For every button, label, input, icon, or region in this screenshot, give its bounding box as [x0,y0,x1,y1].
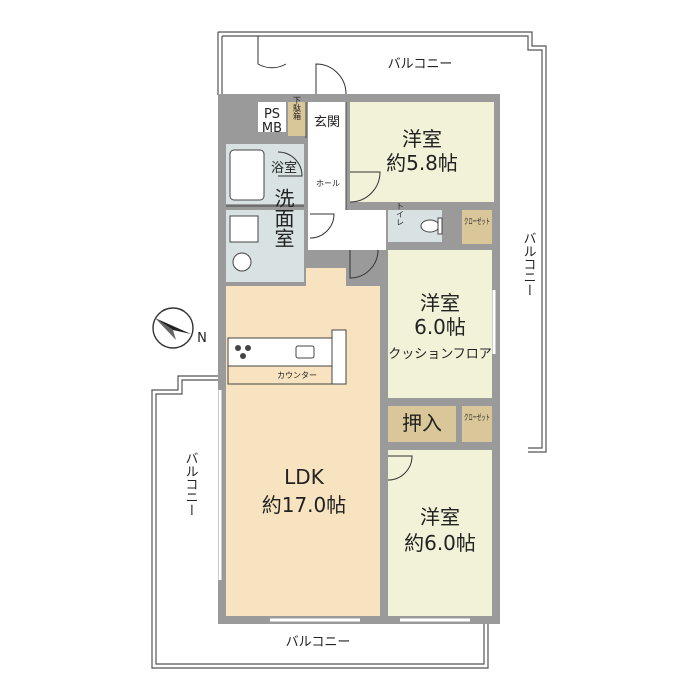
balcony-right-label: バルコニー [521,232,537,297]
balcony-bottom-label: バルコニー [286,635,351,650]
closet2-floor [462,406,492,442]
counter-label: カウンター [277,371,317,380]
ps-label: PS [264,107,280,122]
ldk-floor [226,268,380,616]
north-label: N [197,331,207,346]
door-swing-icon [257,36,413,481]
interior-details [218,102,496,622]
oshiire-label: 押入 [402,411,442,435]
shoe-box-floor [288,102,306,136]
shoe-box-label: 下駄箱 [293,96,302,121]
western1-name: 洋室 [402,127,442,151]
compass-icon [152,307,194,349]
western2-size: 6.0帖 [414,315,466,339]
labels: バルコニー バルコニー バルコニー バルコニー PS MB 下駄箱 玄関 ホール… [183,57,537,650]
kitchen-sink-icon [295,345,315,359]
balcony-left-label: バルコニー [183,452,199,517]
entrance-label: 玄関 [314,115,340,130]
hall-floor-2 [346,210,386,250]
ldk-size: 約17.0帖 [262,493,347,517]
washroom-label: 洗面室 [271,188,295,248]
western3-name: 洋室 [420,505,460,529]
western2-floor [388,250,492,398]
ps-mb-floor [258,102,286,132]
western2-name: 洋室 [420,291,460,315]
bath-label: 浴室 [271,160,297,176]
balcony-outline [151,31,547,669]
western2-floor: クッションフロア [388,347,492,362]
western1-floor [350,102,494,202]
closet1-floor [462,210,492,244]
oshiire-floor [388,406,456,442]
ldk-name: LDK [284,465,325,489]
entrance-floor [308,102,346,138]
western3-size: 約6.0帖 [404,531,476,555]
closet1-label: クローゼット [464,216,490,226]
western1-size: 約5.8帖 [386,151,458,175]
stove-icon [235,345,251,359]
western3-floor [388,450,492,616]
closet2-label: クローゼット [464,412,490,422]
hall-label: ホール [316,179,340,188]
hall-floor [308,138,346,250]
balcony-top-label: バルコニー [388,57,453,72]
toilet-label: トイレ [396,202,405,226]
mb-label: MB [262,121,282,136]
